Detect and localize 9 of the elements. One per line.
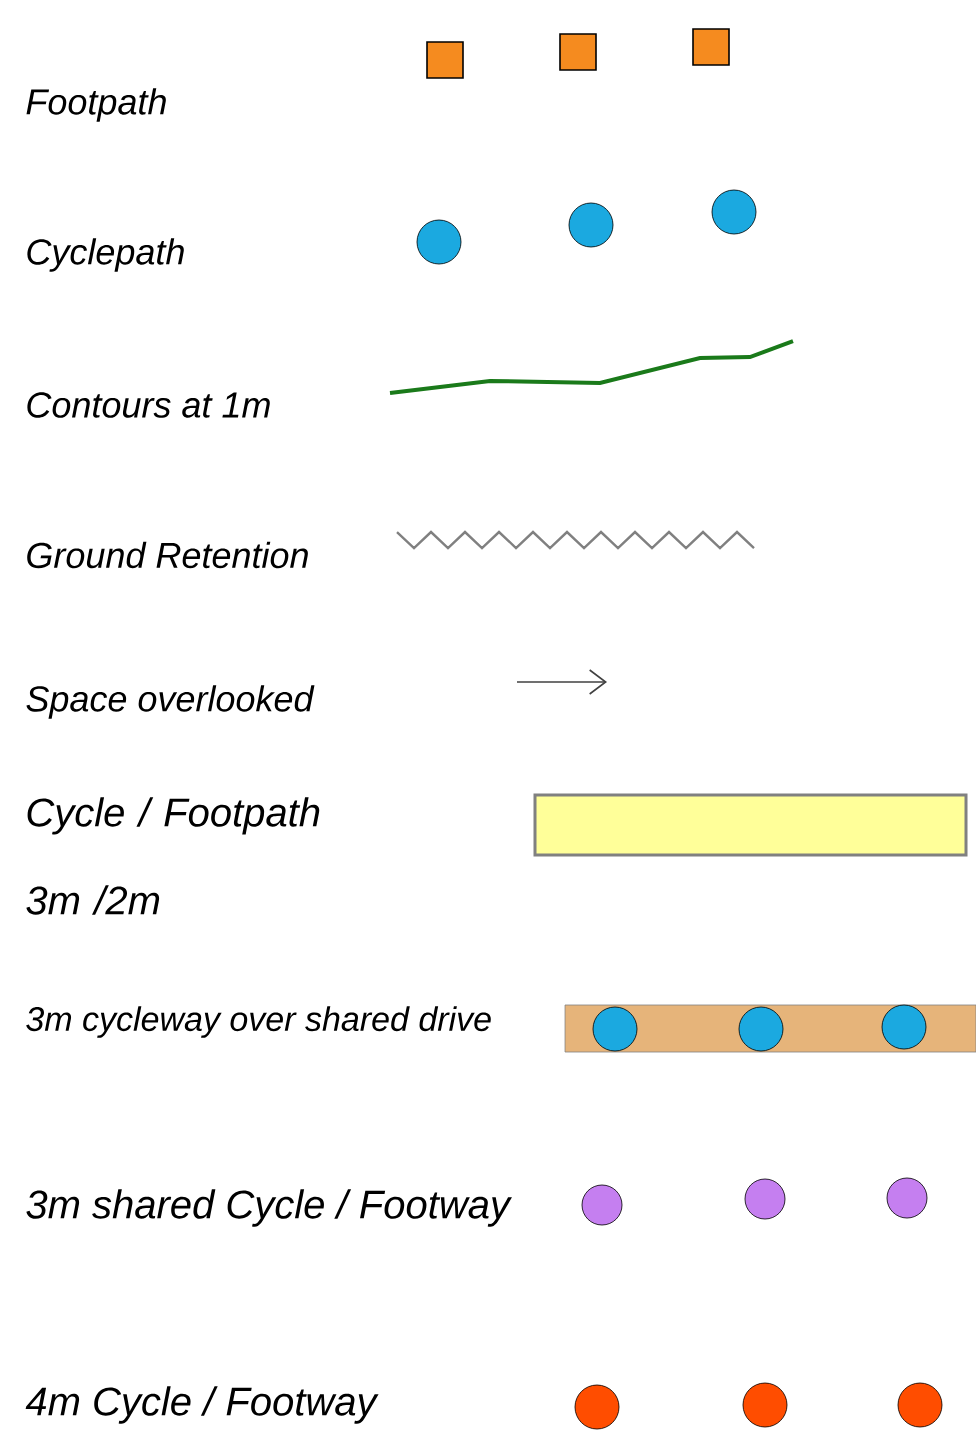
- legend-label: Ground Retention: [27, 541, 308, 569]
- legend-label: Contours at 1m: [27, 392, 270, 418]
- legend-label: Cyclepath: [27, 238, 184, 272]
- legend-label: Footpath: [26, 88, 166, 122]
- legend-label: Space overlooked: [26, 685, 315, 719]
- legend-label: 4m Cycle / Footway: [25, 1386, 379, 1424]
- legend-label: 3m cycleway over shared drive: [26, 1006, 491, 1038]
- legend-label: Cycle / Footpath 3m /2m: [26, 797, 320, 915]
- legend-label: 3m shared Cycle / Footway: [26, 1189, 512, 1227]
